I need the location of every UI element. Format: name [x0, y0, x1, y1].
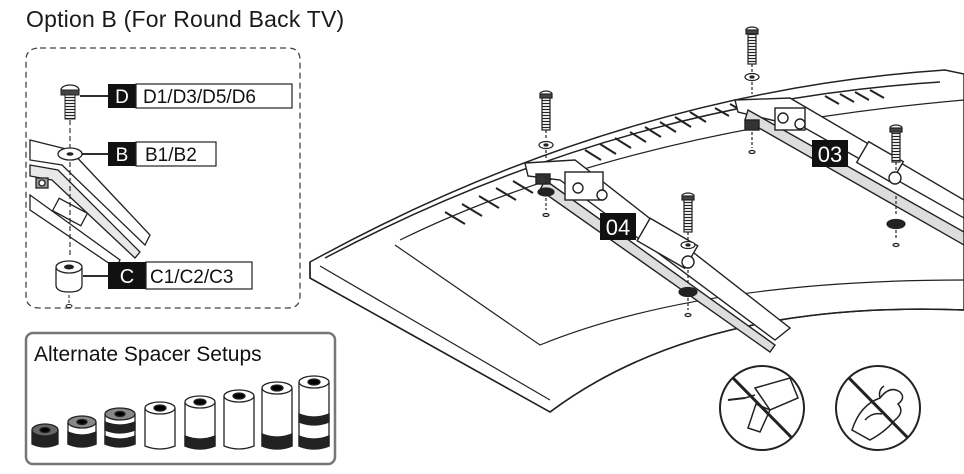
- part-letter-d: D: [115, 87, 129, 108]
- screw-icon: [678, 192, 698, 318]
- hardware-assembly: [537, 26, 906, 318]
- no-power-drill-icon: [719, 365, 805, 451]
- step-label-03: 03: [812, 140, 848, 167]
- step-label-04: 04: [600, 213, 636, 240]
- step-number-03: 03: [818, 142, 842, 167]
- spacer-stack-icon: [31, 423, 59, 448]
- spacer-stack-icon: [261, 381, 293, 450]
- screw-icon: [537, 90, 555, 218]
- part-label-d: D D1/D3/D5/D6: [108, 83, 293, 109]
- spacer-stack-icon: [104, 407, 136, 448]
- screw-icon: [886, 124, 906, 248]
- spacer-stack-icon: [298, 375, 330, 450]
- mounting-bracket-03: [734, 97, 964, 246]
- page-title: Option B (For Round Back TV): [26, 6, 345, 32]
- spacer-box-title: Alternate Spacer Setups: [34, 343, 262, 366]
- tv-vents: [444, 89, 885, 225]
- alternate-spacer-setups-box: Alternate Spacer Setups: [24, 331, 337, 466]
- part-codes-d: D1/D3/D5/D6: [143, 87, 256, 108]
- spacer-stack-icon: [184, 395, 216, 450]
- spacer-stack-icons: [31, 375, 330, 450]
- screw-icon: [744, 26, 760, 155]
- part-letter-c: C: [120, 266, 134, 288]
- part-letter-b: B: [116, 145, 129, 166]
- spacer-stack-icon: [67, 415, 97, 448]
- washer-b-icon: [57, 147, 83, 258]
- part-label-c: C C1/C2/C3: [108, 261, 253, 290]
- spacer-stack-icon: [144, 401, 176, 450]
- part-codes-c: C1/C2/C3: [150, 267, 233, 288]
- part-label-b: B B1/B2: [108, 141, 217, 167]
- no-excessive-force-icon: [835, 365, 921, 451]
- hardware-detail-callout: D D1/D3/D5/D6 B B1/B2 C C1/C2/C3: [25, 47, 301, 309]
- mounting-bracket-04: [524, 159, 792, 353]
- bracket-arm-detail: [29, 139, 151, 269]
- spacer-c-icon: [55, 260, 83, 308]
- step-number-04: 04: [606, 215, 630, 240]
- screw-d-icon: [60, 84, 80, 150]
- spacer-stack-icon: [223, 389, 255, 450]
- part-codes-b: B1/B2: [145, 145, 197, 166]
